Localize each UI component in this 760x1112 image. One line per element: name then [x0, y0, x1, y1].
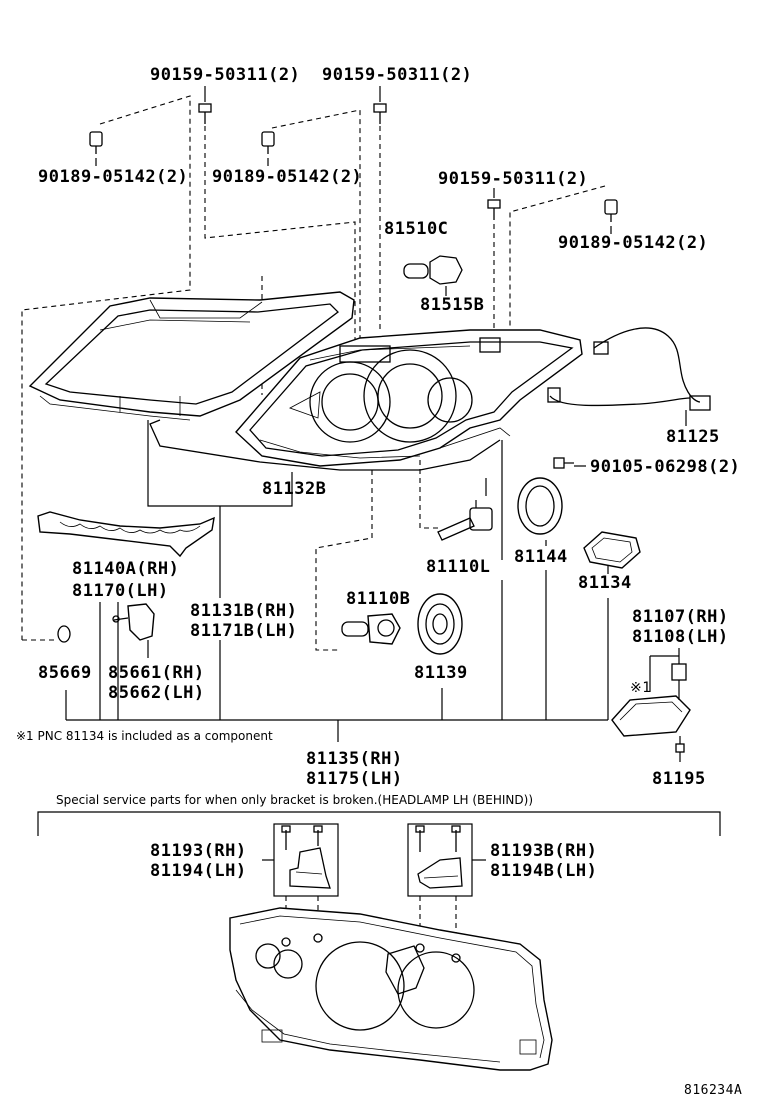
label-81510c: 81510C: [384, 219, 448, 239]
leveling-motor-85661: [112, 603, 155, 641]
label-90189-left: 90189-05142(2): [38, 167, 188, 187]
label-81125: 81125: [666, 427, 720, 447]
headlamp-housing: [149, 329, 583, 471]
label-81194: 81194(LH): [150, 861, 247, 881]
label-81144: 81144: [514, 547, 568, 567]
label-90189-center: 90189-05142(2): [212, 167, 362, 187]
label-85662: 85662(LH): [108, 683, 205, 703]
label-81134: 81134: [578, 573, 632, 593]
label-90159-center: 90159-50311(2): [322, 65, 472, 85]
label-85661: 85661(RH): [108, 663, 205, 683]
label-85669: 85669: [38, 663, 92, 683]
label-81139: 81139: [414, 663, 468, 683]
bulb-81110b: [341, 613, 401, 645]
label-81193: 81193(RH): [150, 841, 247, 861]
service-parts-section: Special service parts for when only brac…: [37, 793, 742, 1098]
fastener-screws: [89, 103, 618, 222]
label-81515b: 81515B: [420, 295, 484, 315]
label-81108: 81108(LH): [632, 627, 729, 647]
wire-harness-81125: [547, 327, 711, 411]
ballast-81107: [611, 648, 691, 737]
screw-90105: [553, 457, 586, 469]
label-81140a: 81140A(RH): [72, 559, 179, 579]
label-81175: 81175(LH): [306, 769, 403, 789]
label-81195: 81195: [652, 769, 706, 789]
label-81194b: 81194B(LH): [490, 861, 597, 881]
bulb-81510c: [403, 255, 463, 296]
bracket-81193b: [415, 825, 463, 889]
label-90189-right: 90189-05142(2): [558, 233, 708, 253]
label-90159-right: 90159-50311(2): [438, 169, 588, 189]
label-90159-left: 90159-50311(2): [150, 65, 300, 85]
label-81110l: 81110L: [426, 557, 490, 577]
label-81131b: 81131B(RH): [190, 601, 297, 621]
footnote-text: ※1 PNC 81134 is included as a component: [16, 729, 273, 743]
label-81170: 81170(LH): [72, 581, 169, 601]
label-81110b: 81110B: [346, 589, 410, 609]
cap-81139: [417, 593, 463, 655]
bulb-81110l: [437, 500, 493, 541]
headlamp-lens: [28, 291, 355, 421]
leader-lines-mid: [65, 410, 687, 742]
label-81171b: 81171B(LH): [190, 621, 297, 641]
grommet-85669: [57, 625, 71, 643]
label-81132b: 81132B: [262, 479, 326, 499]
label-81193b: 81193B(RH): [490, 841, 597, 861]
label-81107: 81107(RH): [632, 607, 729, 627]
cover-81144: [517, 477, 563, 535]
label-90105: 90105-06298(2): [590, 457, 740, 477]
bracket-81193: [281, 825, 331, 889]
service-note: Special service parts for when only brac…: [56, 793, 533, 807]
screw-81195: [675, 736, 685, 762]
label-mark-1: ※1: [630, 680, 651, 696]
rear-housing: [229, 907, 553, 1071]
gasket-81134: [583, 531, 641, 569]
part-labels: 90159-50311(2) 90159-50311(2) 90159-5031…: [16, 65, 740, 789]
label-81135: 81135(RH): [306, 749, 403, 769]
figure-id: 816234A: [684, 1083, 742, 1098]
drl-bar-81140a: [37, 511, 215, 558]
